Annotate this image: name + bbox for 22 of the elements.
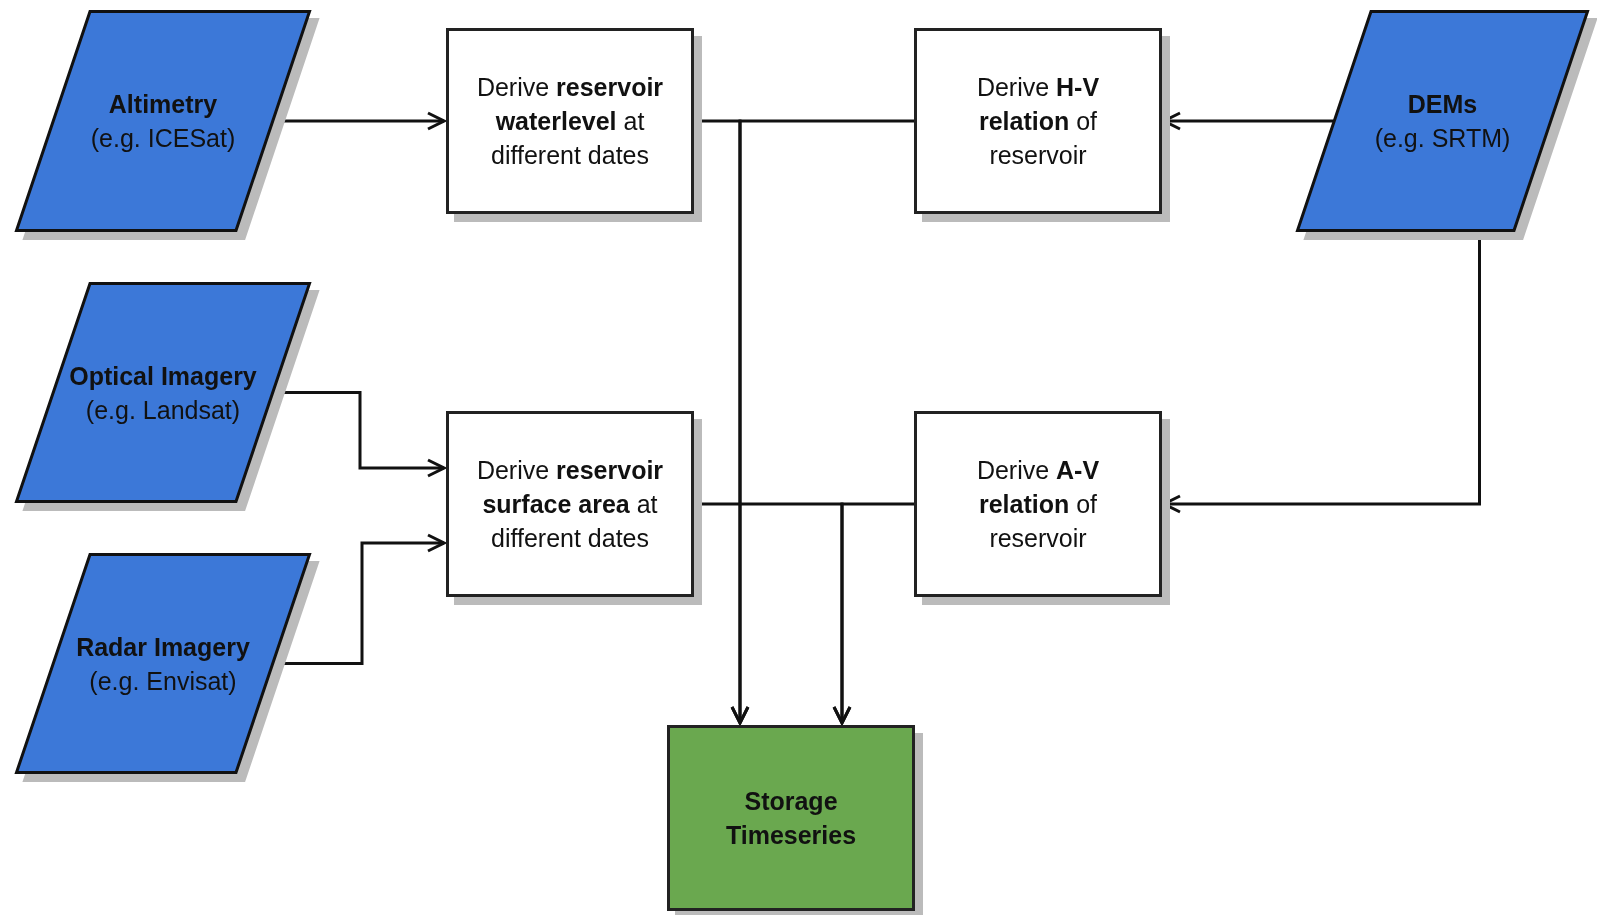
input-parallelogram (15, 553, 311, 774)
node-title: Optical Imagery (68, 360, 258, 392)
node-label: Derive A-V relation of reservoir (975, 455, 1101, 554)
node-label: Storage Timeseries (724, 786, 858, 851)
input-parallelogram (15, 10, 311, 232)
arrow (273, 391, 446, 478)
arrow (273, 533, 446, 665)
node-title: Radar Imagery (75, 631, 251, 663)
node-title: Altimetry (107, 89, 219, 120)
node-subtitle: (e.g. ICESat) (89, 123, 237, 154)
input-parallelogram (1296, 10, 1589, 232)
node-label: Derive H-V relation of reservoir (975, 72, 1101, 171)
node-title: DEMs (1406, 89, 1479, 120)
node-subtitle: (e.g. Envisat) (88, 665, 238, 697)
node-subtitle: (e.g. SRTM) (1373, 123, 1512, 154)
node-label: Derive reservoir surface area at different dates (475, 455, 665, 554)
node-label: Derive reservoir waterlevel at different dates (475, 72, 665, 171)
arrow (832, 502, 914, 725)
node-subtitle: (e.g. Landsat) (84, 394, 242, 426)
arrow (273, 111, 446, 131)
arrow (730, 119, 914, 725)
input-parallelogram (15, 282, 311, 503)
